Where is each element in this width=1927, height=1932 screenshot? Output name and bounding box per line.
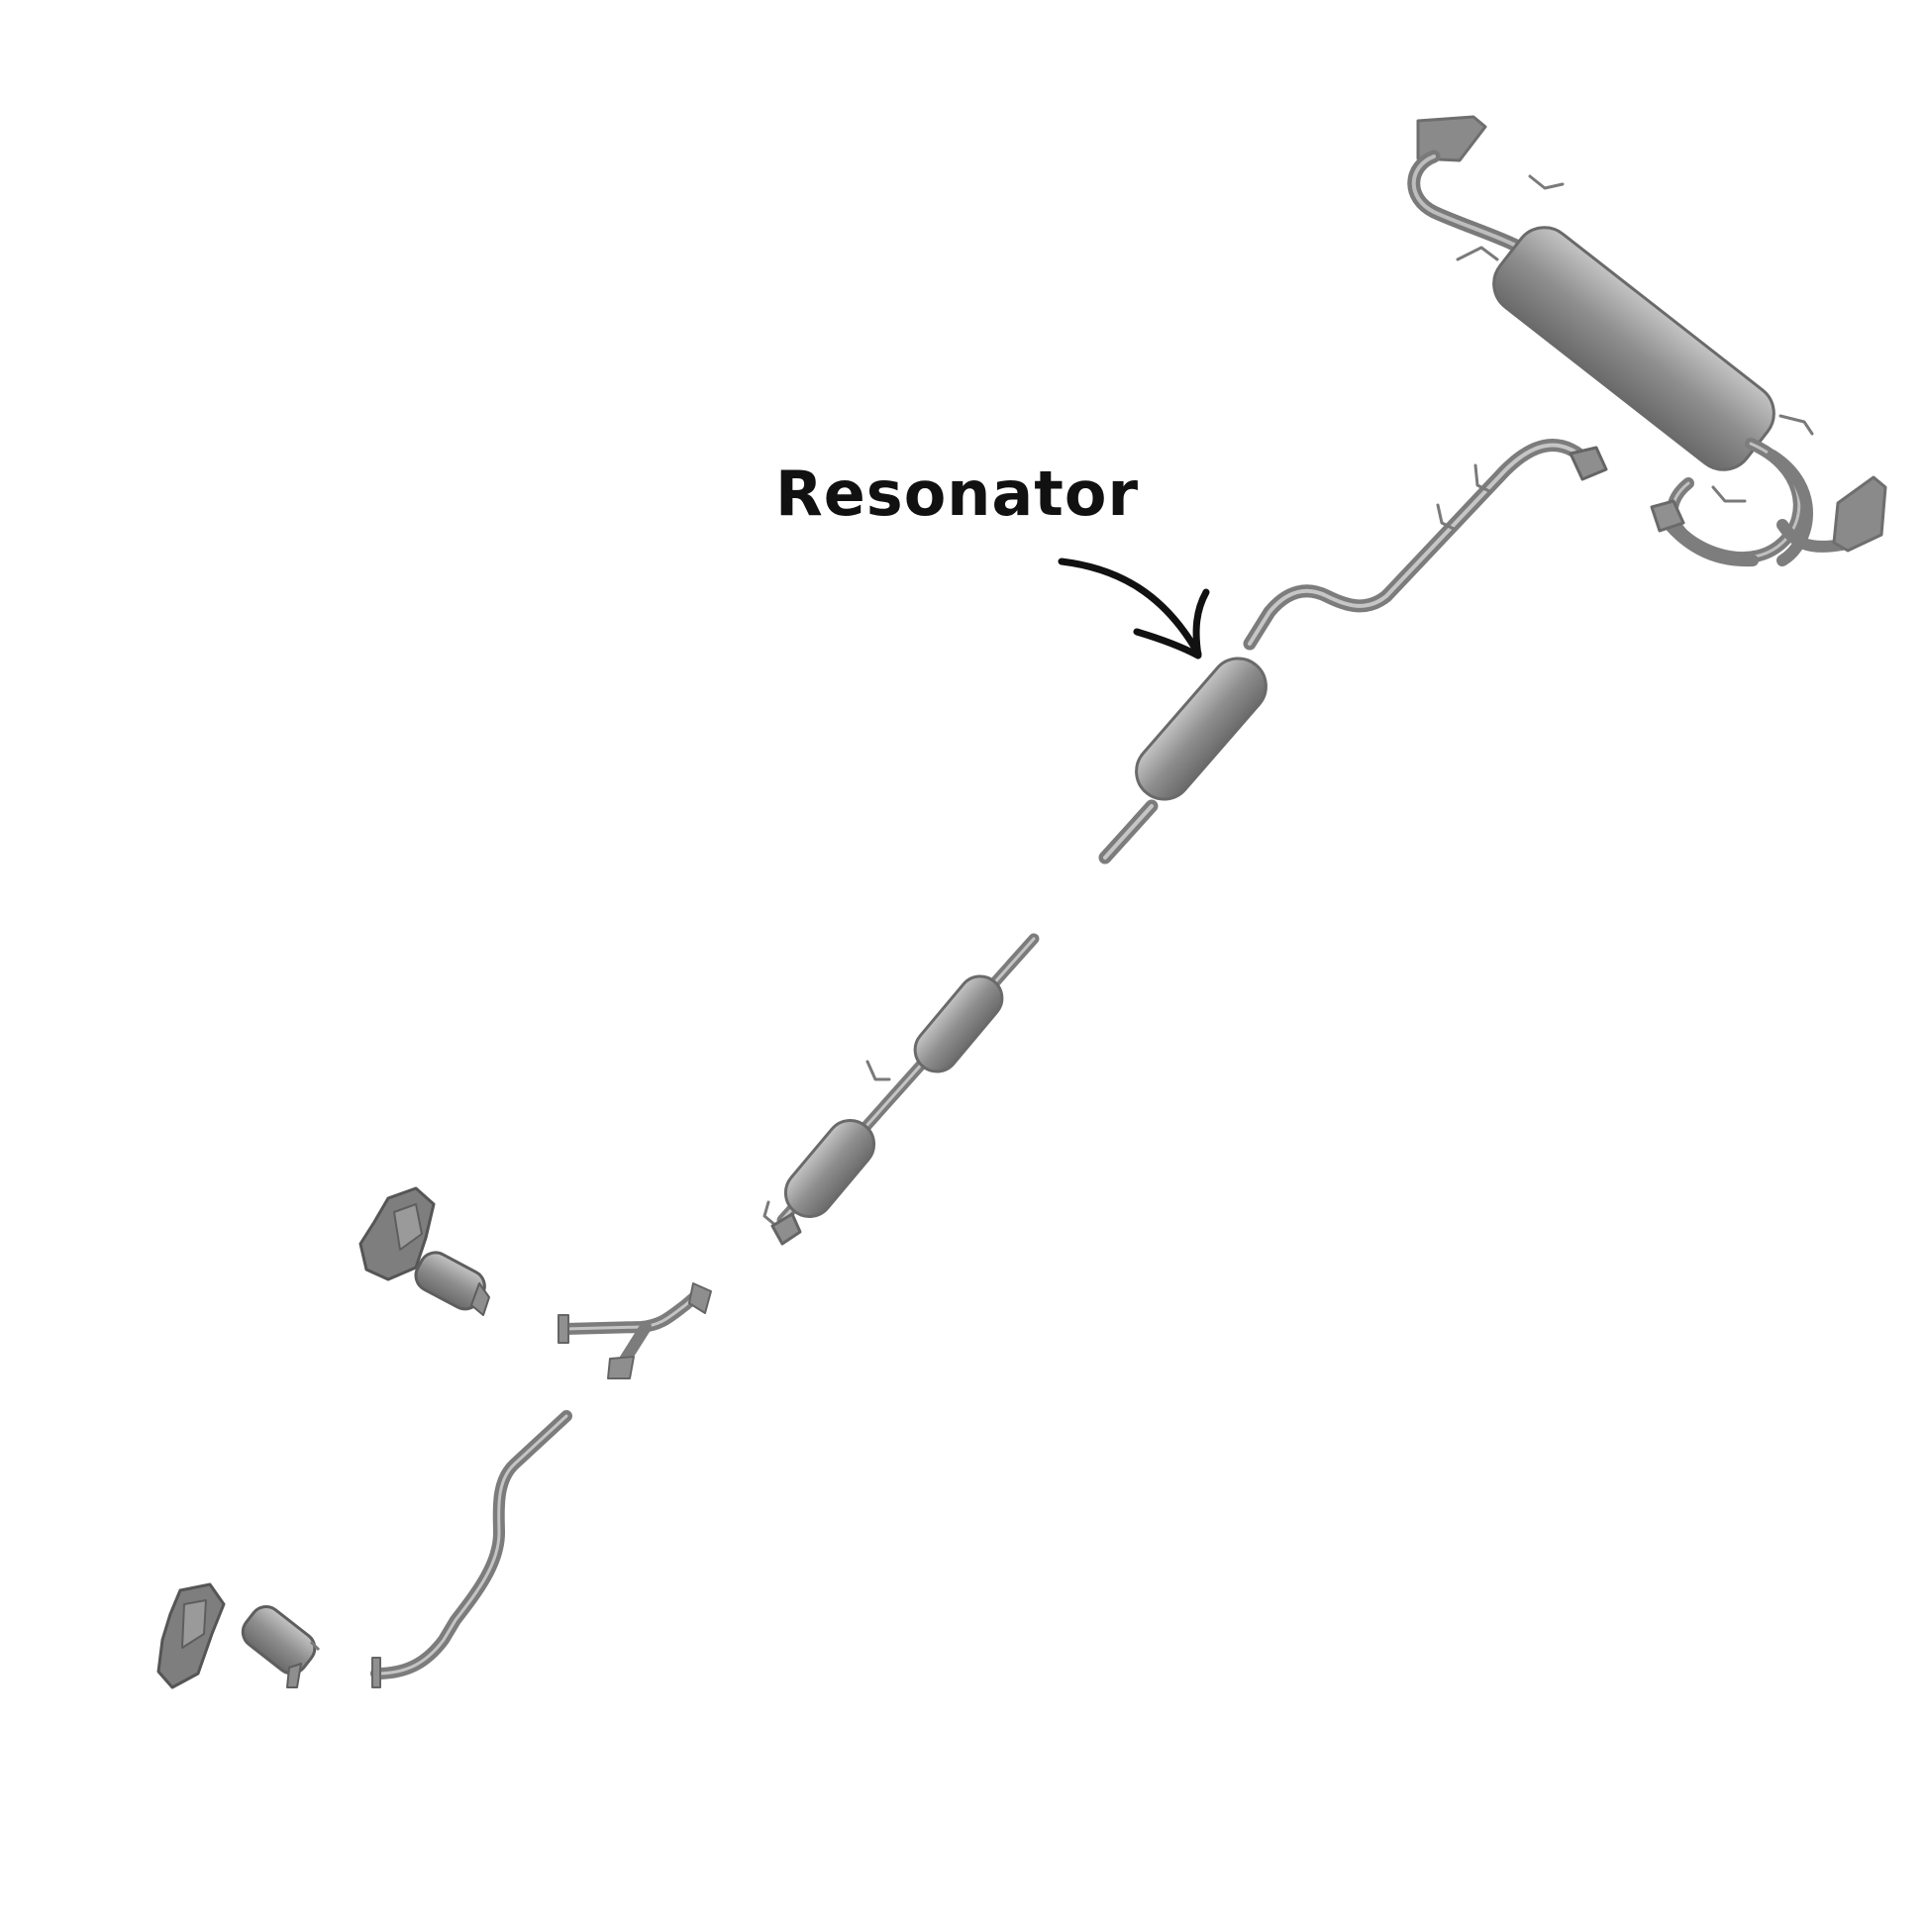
lower-manifold-catalytic-converter xyxy=(156,1582,321,1689)
upper-manifold-catalytic-converter xyxy=(358,1186,490,1316)
resonator-pipe xyxy=(1098,439,1608,864)
front-pipe xyxy=(370,1410,572,1688)
resonator-label: Resonator xyxy=(775,458,1140,530)
callout-arrow xyxy=(1058,558,1210,660)
y-pipe xyxy=(558,1282,712,1379)
center-pipe-with-resonators xyxy=(762,933,1040,1246)
rear-muffler-tailpipe-assembly xyxy=(1407,115,1887,567)
